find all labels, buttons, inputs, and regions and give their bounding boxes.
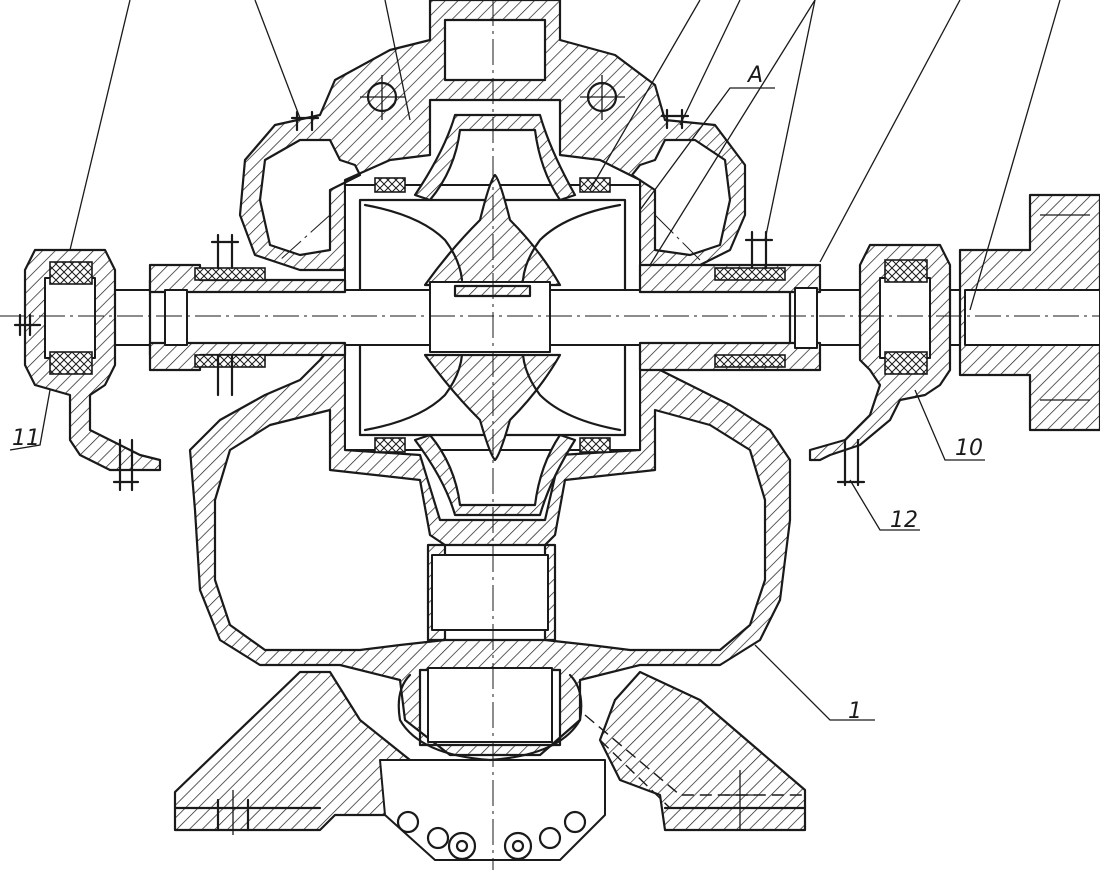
bearing-left <box>13 248 162 492</box>
callout-view-a: A <box>746 63 763 88</box>
pump-cover <box>238 0 747 272</box>
pump-base <box>173 670 807 861</box>
coupling <box>958 193 1100 432</box>
callout-item-12: 12 <box>890 508 918 533</box>
callout-item-1: 1 <box>848 699 862 724</box>
callout-item-11: 11 <box>12 426 40 451</box>
bearing-right <box>808 243 952 487</box>
gland-left <box>148 233 347 397</box>
callout-item-10: 10 <box>955 436 983 461</box>
leader-lines <box>9 0 1061 721</box>
gland-right <box>638 230 822 372</box>
